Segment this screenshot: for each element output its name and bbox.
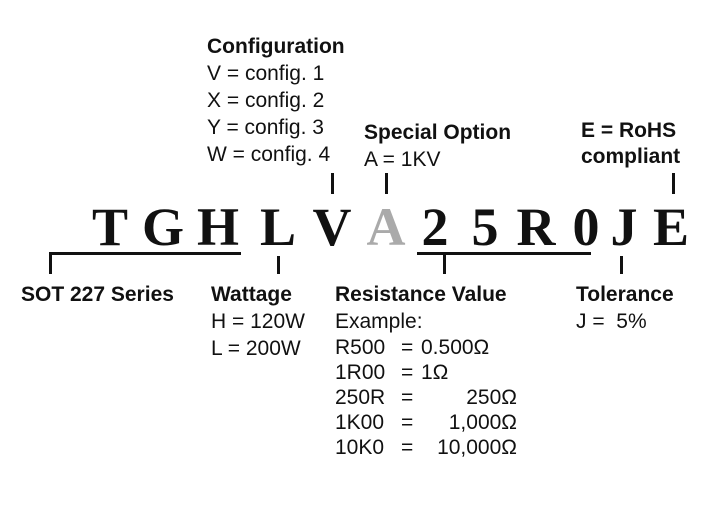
wattage-block: Wattage H = 120W L = 200W — [211, 282, 305, 362]
resistance-row: 1R00 = 1Ω — [335, 360, 517, 385]
resistance-connector — [443, 252, 446, 274]
part-char-h: H — [196, 197, 239, 257]
resistance-value: 250Ω — [466, 386, 517, 409]
resistance-value: 10,000Ω — [437, 436, 517, 459]
resistance-example-label: Example: — [335, 310, 423, 333]
wattage-title: Wattage — [211, 283, 292, 306]
rohs-line: E = RoHS — [581, 119, 677, 142]
resistance-row: 1K00 = 1,000Ω — [335, 410, 517, 435]
resistance-code: 1R00 — [335, 361, 386, 384]
resistance-value: 1,000Ω — [448, 411, 517, 434]
series-title: SOT 227 Series — [21, 283, 174, 306]
tolerance-block: Tolerance J = 5% — [576, 282, 674, 335]
series-connector — [49, 252, 52, 274]
resistance-equals: = — [401, 361, 414, 384]
special-option-line: A = 1KV — [364, 148, 441, 171]
configuration-block: Configuration V = config. 1 X = config. … — [207, 34, 345, 168]
part-char-t: T — [91, 197, 129, 257]
rohs-connector — [672, 173, 675, 194]
special-option-title: Special Option — [364, 121, 512, 144]
tolerance-connector — [620, 256, 623, 274]
wattage-line: H = 120W — [211, 310, 305, 333]
configuration-line: V = config. 1 — [207, 62, 325, 85]
part-char-l: L — [259, 197, 297, 257]
resistance-equals: = — [401, 386, 414, 409]
part-char-e: E — [652, 197, 690, 257]
wattage-connector — [277, 256, 280, 274]
resistance-title: Resistance Value — [335, 283, 507, 306]
tolerance-title: Tolerance — [576, 283, 674, 306]
configuration-line: X = config. 2 — [207, 89, 325, 112]
part-char-a: A — [366, 197, 406, 257]
part-char-r: R — [516, 197, 556, 257]
special-option-block: Special Option A = 1KV — [364, 120, 511, 173]
tolerance-line: J = 5% — [576, 310, 647, 333]
wattage-line: L = 200W — [211, 337, 301, 360]
resistance-code: R500 — [335, 336, 386, 359]
resistance-row: 250R = 250Ω — [335, 385, 517, 410]
rohs-line: compliant — [581, 145, 681, 168]
special-option-connector — [385, 173, 388, 194]
part-char-2: 2 — [421, 197, 449, 257]
configuration-line: Y = config. 3 — [207, 116, 324, 139]
resistance-value: 0.500Ω — [421, 336, 490, 359]
resistance-code: 250R — [335, 386, 386, 409]
configuration-line: W = config. 4 — [207, 143, 331, 166]
resistance-equals: = — [401, 411, 414, 434]
resistance-code: 1K00 — [335, 411, 385, 434]
series-bracket — [49, 252, 241, 255]
resistance-block: Resistance Value Example: R500 = 0.500Ω 1R… — [335, 282, 517, 460]
resistance-code: 10K0 — [335, 436, 385, 459]
rohs-block: E = RoHS compliant — [581, 118, 680, 170]
resistance-bracket — [417, 252, 591, 255]
part-char-0: 0 — [572, 197, 600, 257]
configuration-title: Configuration — [207, 35, 345, 58]
resistance-equals: = — [401, 436, 414, 459]
resistance-row: R500 = 0.500Ω — [335, 335, 517, 360]
series-block: SOT 227 Series — [21, 282, 174, 308]
config-connector — [331, 173, 334, 194]
resistance-equals: = — [401, 336, 414, 359]
part-char-5: 5 — [471, 197, 499, 257]
part-char-j: J — [610, 197, 638, 257]
resistance-value: 1Ω — [421, 361, 449, 384]
part-char-g: G — [141, 197, 184, 257]
resistance-row: 10K0 = 10,000Ω — [335, 435, 517, 460]
part-char-v: V — [312, 197, 352, 257]
